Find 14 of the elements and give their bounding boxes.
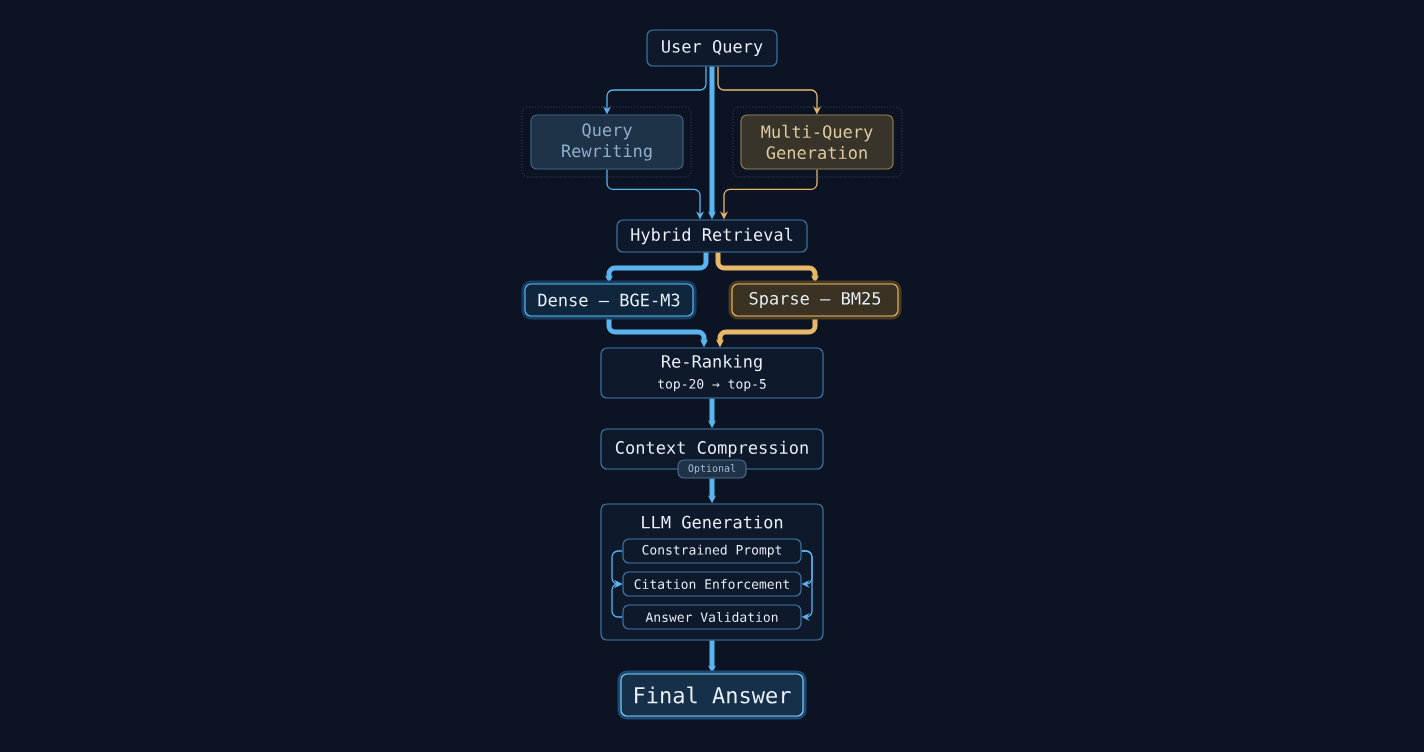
step-box: Citation Enforcement xyxy=(622,571,802,597)
step-box: Constrained Prompt xyxy=(622,538,802,564)
arrow xyxy=(800,550,813,622)
arrow xyxy=(611,579,624,618)
input-box: User Query xyxy=(646,29,778,67)
output-box: Final Answer xyxy=(617,670,807,720)
process-box: Re-Ranking top-20 → top-5 xyxy=(600,347,824,399)
step-box: Answer Validation xyxy=(622,604,802,630)
process-box: Dense — BGE-M3 xyxy=(521,280,697,320)
process-box: Query Rewriting xyxy=(530,114,684,170)
process-box: Sparse — BM25 xyxy=(728,280,902,320)
badge: Optional xyxy=(677,459,747,479)
process-box: Multi-Query Generation xyxy=(740,114,894,170)
process-box: Hybrid Retrieval xyxy=(616,219,808,253)
